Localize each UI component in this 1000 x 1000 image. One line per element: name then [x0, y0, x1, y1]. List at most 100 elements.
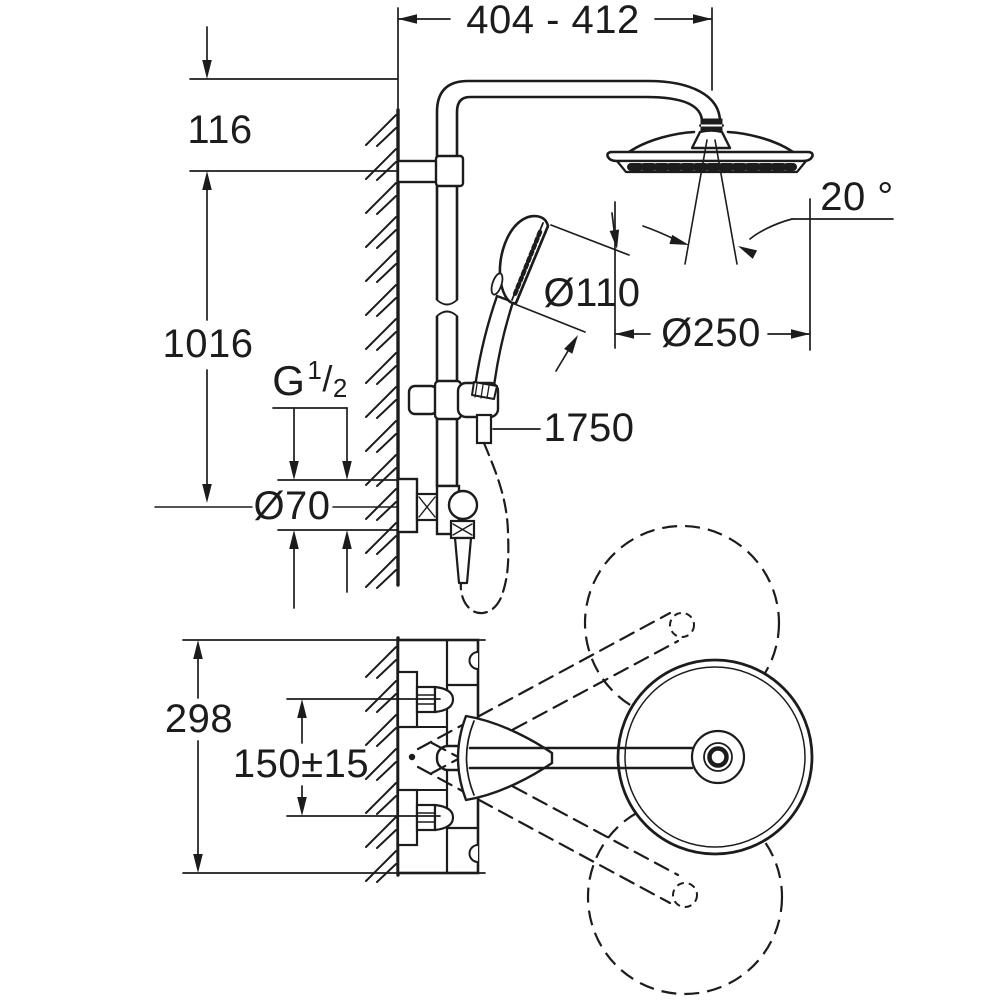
swivel-hub-bottom	[672, 882, 698, 908]
line	[714, 139, 738, 265]
supply-block-bottom	[396, 788, 419, 847]
shower-hose	[459, 441, 510, 615]
line	[365, 352, 397, 384]
line	[376, 569, 397, 589]
arrowhead	[342, 530, 352, 549]
arrowhead	[202, 171, 212, 190]
spray-cone	[684, 139, 738, 265]
line	[480, 384, 484, 399]
line	[376, 659, 397, 679]
supply-dome-bottom	[433, 803, 455, 832]
thread-g: G	[272, 357, 306, 404]
head-disc-inner	[624, 666, 806, 848]
pipe-break-lower	[436, 310, 458, 317]
arrowhead	[615, 329, 634, 339]
arrowhead	[289, 461, 299, 480]
bracket-arm	[396, 159, 440, 184]
head-stem	[690, 129, 732, 150]
line	[365, 850, 397, 882]
dim-thread-size-label: G1/2	[272, 357, 348, 404]
line	[365, 114, 397, 146]
line	[376, 727, 397, 747]
dome-left	[627, 130, 696, 154]
hand-shower	[473, 214, 550, 396]
swivel-circle-bottom	[586, 798, 784, 996]
line	[376, 127, 397, 147]
arrowhead	[289, 530, 299, 549]
line	[365, 646, 397, 678]
arrowhead	[202, 484, 212, 503]
arrowhead	[297, 699, 307, 718]
line	[365, 420, 397, 452]
arrowhead	[791, 329, 810, 339]
line	[376, 693, 397, 713]
supply-dome-top	[433, 685, 455, 714]
holder-knob	[407, 384, 439, 416]
line	[365, 680, 397, 712]
line	[376, 297, 397, 317]
line	[416, 765, 672, 905]
thread-sup: 1	[307, 355, 323, 385]
dimension-lines	[154, 7, 894, 874]
dim-plan-height-label: 298	[164, 697, 234, 741]
line	[365, 816, 397, 848]
bell-mouth	[465, 720, 475, 796]
line	[376, 229, 397, 249]
center-mark	[408, 753, 416, 761]
line	[376, 433, 397, 453]
arrowhead	[342, 461, 352, 480]
pipe-break-mask	[433, 300, 461, 316]
line	[365, 386, 397, 418]
line	[376, 761, 397, 781]
line	[365, 318, 397, 350]
thread-sub: 2	[332, 373, 348, 403]
plan-hand-shower	[456, 714, 554, 802]
arrowhead	[669, 234, 689, 245]
wall-plan-view	[365, 636, 400, 883]
dim-head-shower-diameter-label: Ø250	[661, 311, 761, 355]
line	[365, 748, 397, 780]
arrowhead	[398, 14, 417, 24]
line	[376, 365, 397, 385]
head-shower	[606, 118, 814, 174]
arrowhead	[297, 797, 307, 816]
dim-rail-height-label: 1016	[162, 322, 254, 366]
line	[365, 556, 397, 588]
line	[514, 224, 550, 305]
line	[365, 148, 397, 180]
line	[418, 496, 436, 518]
wall-front-view	[365, 108, 400, 589]
hand-shower-plan	[456, 714, 554, 802]
hand-shower-cone-nut	[471, 381, 498, 400]
line	[365, 250, 397, 282]
dim-escutcheon-diameter-label: Ø70	[253, 484, 331, 528]
dim-supply-spacing-label: 150±15	[232, 742, 370, 786]
line	[365, 522, 397, 554]
arrowhead	[193, 854, 203, 873]
hose-dashed	[459, 441, 510, 615]
line	[376, 829, 397, 849]
dim-hose-length-label: 1750	[543, 406, 635, 450]
arrowhead	[193, 640, 203, 659]
dim-projection-range-label: 404 - 412	[466, 0, 640, 42]
line	[486, 385, 490, 399]
dim-head-angle-label: 20 °	[820, 175, 894, 219]
line	[365, 284, 397, 316]
hose-nipple	[475, 413, 493, 445]
hub-mid	[703, 742, 733, 772]
wall-union-valve	[396, 477, 479, 585]
line	[365, 216, 397, 248]
swivel-hub-top	[669, 612, 695, 638]
hand-shower-handle	[473, 294, 515, 396]
ball-joint	[447, 489, 479, 521]
pipe-break-upper	[436, 299, 458, 306]
line	[376, 467, 397, 487]
line	[376, 195, 397, 215]
wall-bracket	[396, 154, 465, 188]
dim-hand-shower-diameter-label: Ø110	[543, 271, 641, 315]
line	[512, 229, 543, 297]
hub-outer	[690, 729, 746, 785]
line	[376, 399, 397, 419]
